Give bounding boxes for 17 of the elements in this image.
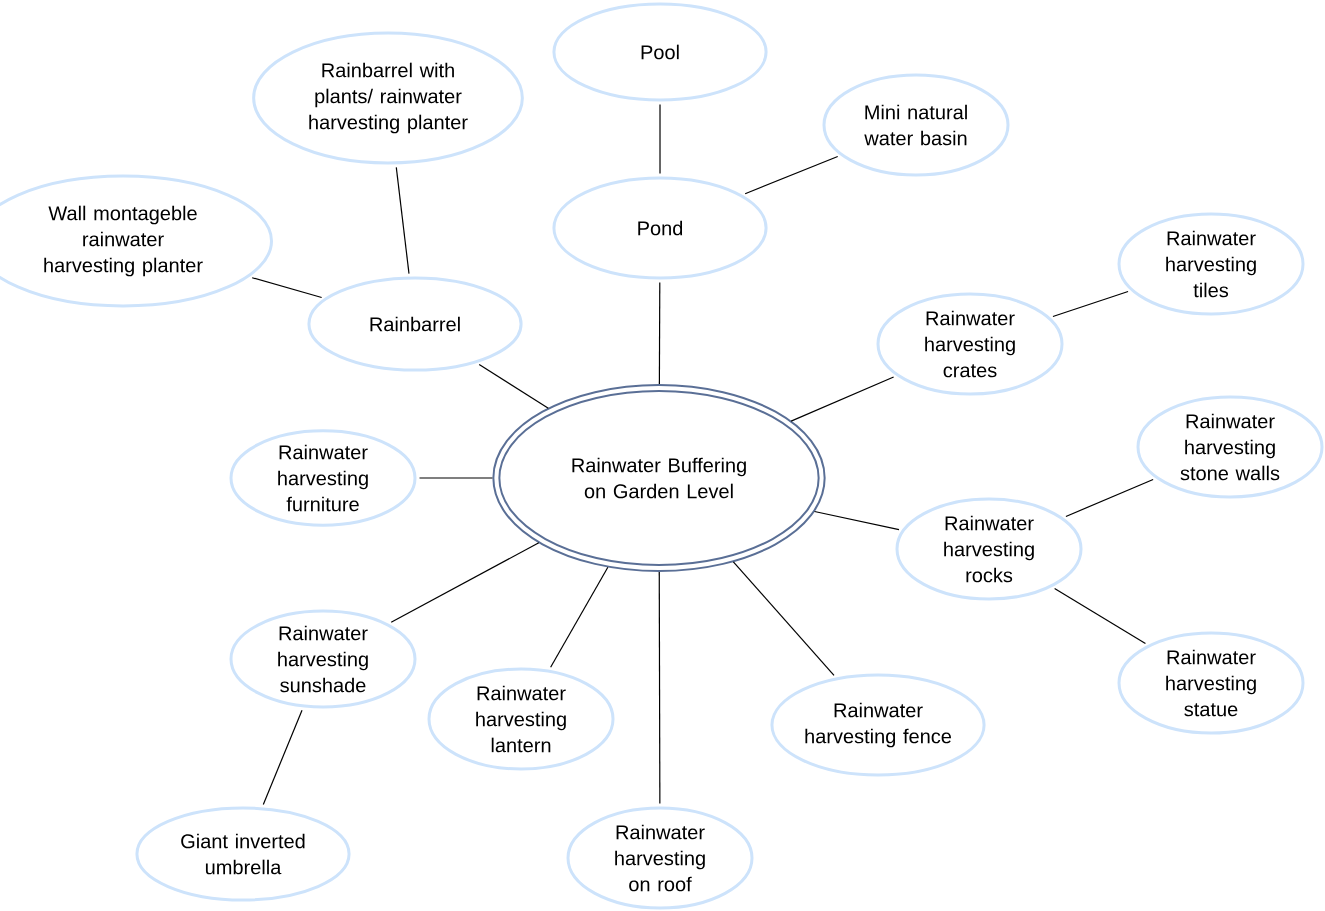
connector-line <box>659 103 661 175</box>
connector-line <box>1052 290 1129 318</box>
connector-line <box>478 363 549 409</box>
connector-line <box>418 477 493 479</box>
connector-line <box>390 542 540 623</box>
connector-line <box>658 281 661 385</box>
connector-line <box>550 566 609 668</box>
connector-line <box>658 571 661 805</box>
connector-line <box>1054 588 1147 644</box>
connector-line <box>744 155 839 195</box>
connector-line <box>732 561 835 676</box>
connector-line <box>262 709 303 806</box>
connector-line <box>1065 478 1154 518</box>
connector-line <box>790 376 895 422</box>
connector-line <box>395 166 410 275</box>
connector-line <box>251 277 323 299</box>
connector-line <box>813 510 900 531</box>
